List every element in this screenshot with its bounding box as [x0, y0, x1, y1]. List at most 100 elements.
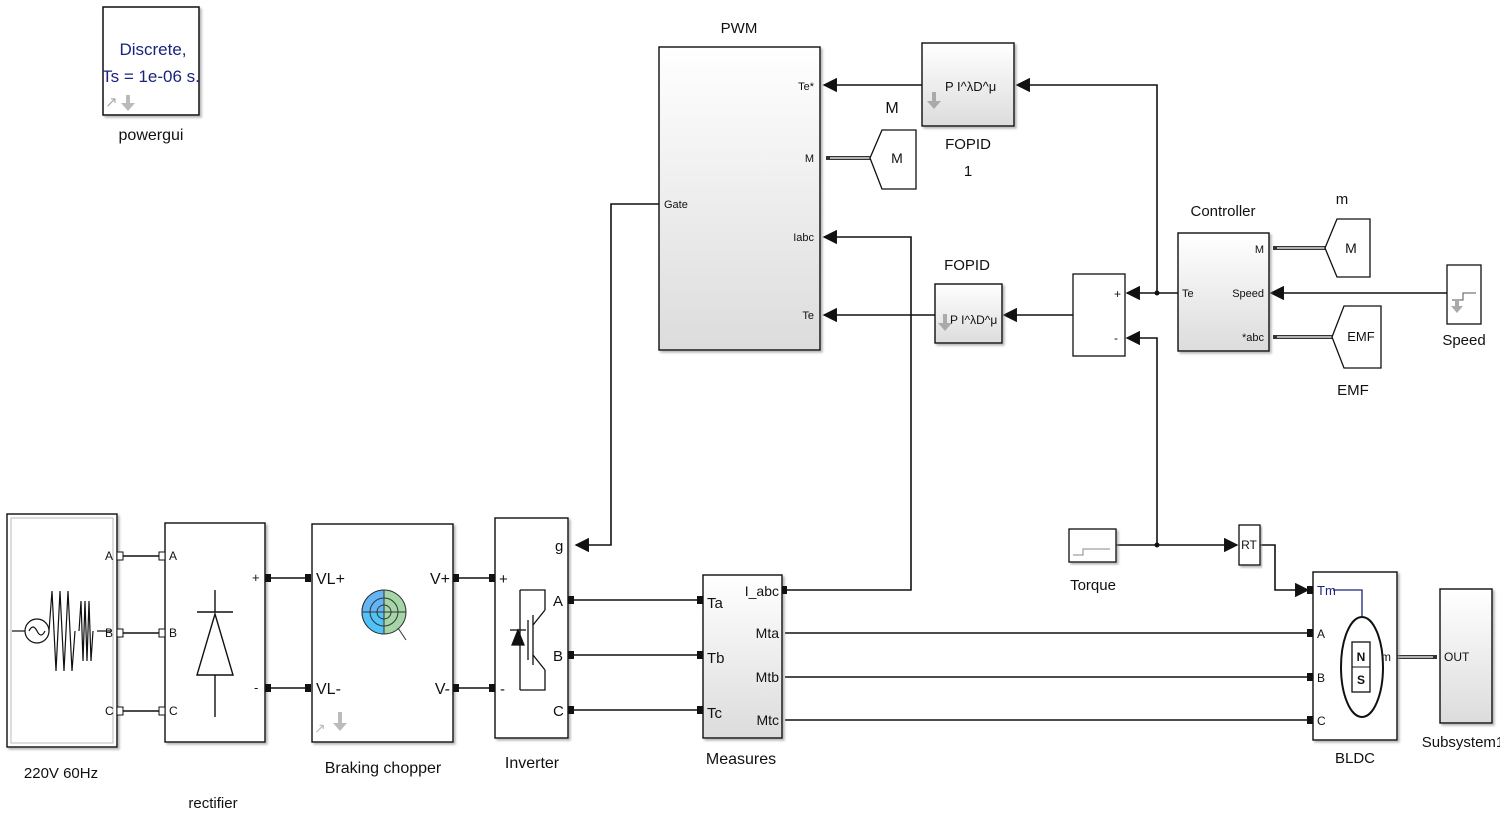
inverter-plus: + [499, 571, 508, 588]
pwm-port-gate: Gate [664, 199, 688, 211]
inverter-name: Inverter [505, 755, 560, 772]
torque-source-block[interactable]: Torque [1068, 528, 1117, 594]
source-port-c: C [105, 704, 114, 718]
fopid1-text: P I^λD^μ [945, 79, 996, 94]
rectifier-out-plus: + [252, 570, 260, 585]
speed-source-name: Speed [1442, 332, 1485, 349]
from-m-top-label: M [885, 100, 898, 117]
chopper-vl-plus: VL+ [316, 571, 345, 588]
rectifier-in-b: B [169, 626, 177, 640]
subsystem1-block[interactable]: OUT Subsystem1 [1422, 588, 1500, 751]
controller-title: Controller [1190, 203, 1255, 220]
sum-plus: + [1114, 287, 1121, 301]
controller-port-iabc: *abc [1242, 332, 1265, 344]
line-gate-to-inverter [574, 203, 660, 553]
sum-minus: - [1114, 331, 1118, 345]
pwm-port-m: M [805, 153, 814, 165]
controller-block[interactable]: Controller M Speed *abc Te [1177, 203, 1270, 352]
pwm-title: PWM [721, 20, 758, 37]
chopper-v-minus: V- [435, 681, 450, 698]
chopper-vl-minus: VL- [316, 681, 341, 698]
fopid-text: P I^λD^μ [950, 313, 997, 327]
library-link-icon: ↗ [105, 94, 135, 111]
pwm-block[interactable]: PWM Te* M Iabc Te Gate [658, 20, 821, 351]
library-link-icon [1451, 299, 1463, 313]
measures-block[interactable]: Ta Tb Tc I_abc Mta Mtb Mtc Measures [697, 574, 787, 768]
chopper-logo-icon [361, 589, 407, 641]
fopid1-block[interactable]: P I^λD^μ FOPID 1 [921, 42, 1015, 180]
sum-block[interactable]: + - [1072, 273, 1126, 357]
measures-out-mtb: Mtb [756, 669, 780, 685]
torque-source-name: Torque [1070, 577, 1116, 594]
fopid-name: FOPID [944, 257, 990, 274]
from-m-right[interactable]: m M [1324, 191, 1371, 278]
measures-name: Measures [706, 751, 776, 768]
library-link-icon: ↗ [314, 720, 326, 736]
controller-port-m: M [1255, 244, 1264, 256]
from-emf-label: EMF [1337, 382, 1369, 399]
measures-in-ta: Ta [707, 595, 724, 612]
source-port-a: A [105, 549, 113, 563]
source-name: 220V 60Hz [24, 765, 98, 782]
rate-transition-text: RT [1241, 538, 1257, 552]
bldc-port-tm: Tm [1317, 583, 1336, 598]
source-port-b: B [105, 626, 113, 640]
rectifier-block[interactable]: A B C + - rectifier [158, 522, 271, 812]
signal-lines [574, 77, 1447, 598]
library-link-icon [927, 92, 941, 109]
powergui-block[interactable]: Discrete, Ts = 1e-06 s. ↗ powergui [102, 6, 200, 144]
bldc-name: BLDC [1335, 750, 1375, 767]
three-phase-source-block[interactable]: A B C 220V 60Hz [6, 513, 124, 782]
bldc-pole-n: N [1357, 650, 1366, 664]
diode-icon [196, 590, 234, 717]
controller-port-speed: Speed [1232, 288, 1264, 300]
rectifier-out-minus: - [254, 680, 258, 695]
controller-port-te: Te [1182, 288, 1194, 300]
ac-source-icon [12, 590, 112, 672]
measures-in-tc: Tc [707, 705, 723, 722]
line-rt-to-bldc [1260, 544, 1310, 598]
bldc-port-a: A [1317, 627, 1325, 641]
motor-icon [1340, 616, 1384, 718]
chopper-name: Braking chopper [325, 760, 442, 777]
pwm-port-te: Te [802, 310, 814, 322]
measures-out-iabc: I_abc [745, 583, 779, 599]
chopper-v-plus: V+ [430, 571, 450, 588]
inverter-port-c: C [553, 703, 564, 720]
line-iabc-to-pwm [785, 229, 912, 591]
from-emf-value: EMF [1347, 329, 1375, 344]
measures-in-tb: Tb [707, 650, 725, 667]
rectifier-in-c: C [169, 704, 178, 718]
subsystem1-name: Subsystem1 [1422, 734, 1500, 751]
fopid1-name2: 1 [964, 163, 972, 180]
svg-text:↗: ↗ [105, 94, 118, 111]
from-emf[interactable]: EMF EMF [1331, 305, 1382, 399]
from-m-top-value: M [891, 150, 903, 166]
powergui-line1: Discrete, [119, 40, 186, 59]
fopid1-name: FOPID [945, 136, 991, 153]
rectifier-name: rectifier [188, 795, 237, 812]
fopid-block[interactable]: FOPID P I^λD^μ [934, 257, 1003, 344]
rate-transition-block[interactable]: RT [1238, 524, 1261, 566]
line-branch-to-fopid1 [1015, 77, 1158, 293]
inverter-block[interactable]: + - g A B C Inverter [489, 517, 574, 772]
bldc-port-c: C [1317, 714, 1326, 728]
from-m-top[interactable]: M M [869, 100, 917, 190]
inverter-port-b: B [553, 648, 563, 665]
bldc-motor-block[interactable]: Tm A B C m N S BLDC [1307, 571, 1398, 767]
line-torque-to-sum [1125, 330, 1158, 545]
inverter-port-a: A [553, 593, 563, 610]
measures-out-mtc: Mtc [756, 712, 779, 728]
braking-chopper-block[interactable]: VL+ VL- V+ V- ↗ Braking chopper [305, 523, 459, 777]
measures-out-mta: Mta [756, 625, 780, 641]
library-link-icon [938, 314, 952, 331]
pwm-port-te-star: Te* [798, 81, 815, 93]
bldc-port-b: B [1317, 671, 1325, 685]
subsystem1-port-out: OUT [1444, 650, 1470, 664]
speed-source-block[interactable]: Speed [1442, 264, 1486, 349]
powergui-name: powergui [119, 127, 184, 144]
powergui-line2: Ts = 1e-06 s. [102, 67, 200, 86]
inverter-minus: - [500, 681, 505, 698]
pwm-port-iabc: Iabc [793, 232, 814, 244]
